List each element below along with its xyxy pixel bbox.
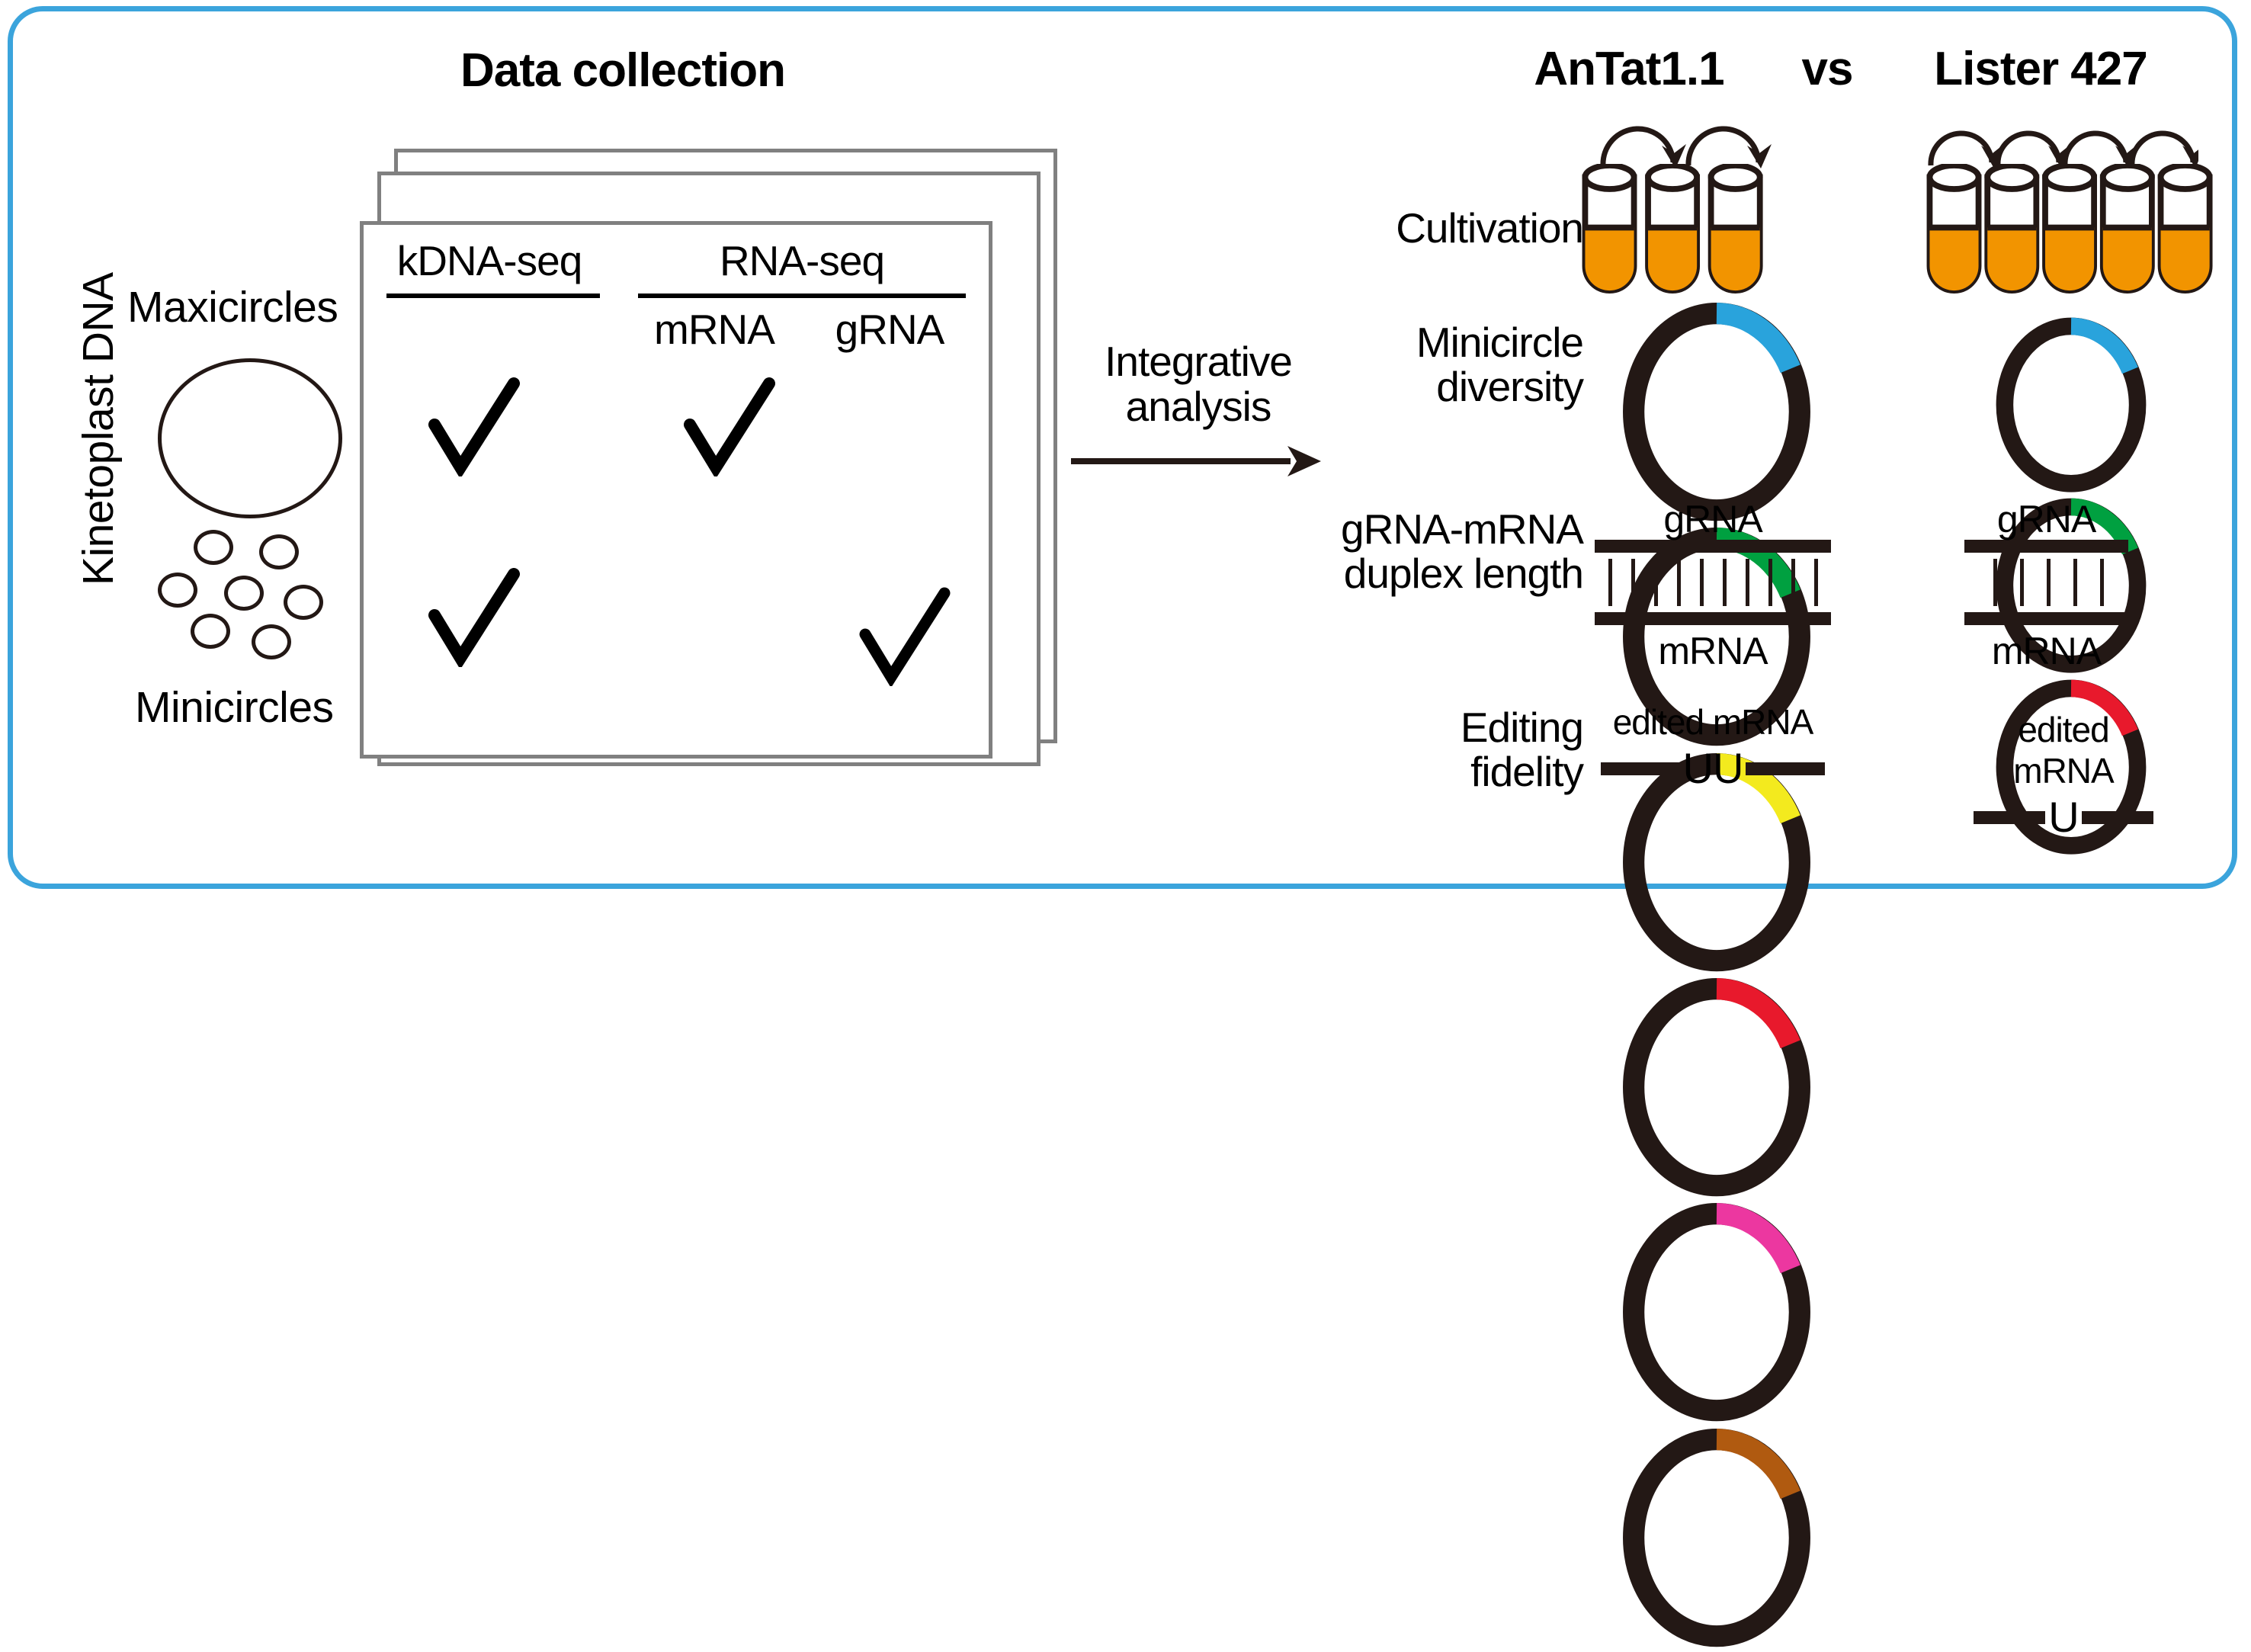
minicircle-arc-brown bbox=[1623, 1428, 1810, 1647]
culture-tube bbox=[1582, 164, 1637, 294]
mrna-strand-bar bbox=[1595, 611, 1831, 625]
data-collection-title: Data collection bbox=[460, 44, 786, 97]
edited-mrna-label: edited mRNA bbox=[1612, 702, 1814, 742]
maxicircles-label: Maxicircles bbox=[127, 283, 338, 332]
duplex-diagram-b: gRNA mRNA bbox=[1964, 499, 2128, 671]
row-label-editing-fidelity: Editing fidelity bbox=[1263, 704, 1584, 796]
duplex-bottom-label-mrna: mRNA bbox=[1658, 629, 1768, 672]
base-pair-ticks bbox=[1964, 553, 2128, 612]
strain-b-title: Lister 427 bbox=[1934, 43, 2148, 95]
minicircle-diversity-group-b bbox=[1995, 316, 2147, 855]
culture-tube bbox=[1707, 164, 1763, 294]
culture-tube bbox=[2042, 164, 2097, 294]
grna-strand-bar bbox=[1964, 539, 2128, 553]
minicircle-diversity-group-a bbox=[1621, 301, 1812, 1647]
row-label-editing-line1: Editing bbox=[1460, 704, 1584, 751]
row-label-minicircle-line1: Minicircle bbox=[1416, 319, 1584, 366]
inserted-uridines: UU bbox=[1682, 744, 1744, 792]
row-label-minicircle-diversity: Minicircle diversity bbox=[1225, 319, 1584, 411]
duplex-diagram-a: gRNA mRNA bbox=[1595, 499, 1831, 671]
minicircle-arc-magenta bbox=[1623, 1203, 1810, 1422]
duplex-top-label-grna: gRNA bbox=[1663, 498, 1762, 541]
row-label-cultivation: Cultivation bbox=[1396, 204, 1584, 252]
integrative-analysis-line1: Integrative bbox=[1105, 338, 1293, 385]
culture-tube bbox=[2099, 164, 2155, 294]
culture-tube bbox=[1984, 164, 2040, 294]
column-header-rna-seq: RNA-seq bbox=[719, 237, 885, 284]
maxicircle-shape bbox=[158, 358, 342, 518]
row-label-duplex-length: gRNA-mRNA duplex length bbox=[1233, 505, 1584, 598]
culture-tubes-group bbox=[1926, 164, 2213, 294]
minicircle-shape bbox=[224, 576, 264, 611]
culture-tubes-group bbox=[1582, 164, 1763, 294]
strain-a-title: AnTat1.1 bbox=[1534, 43, 1724, 95]
row-label-duplex-line1: gRNA-mRNA bbox=[1341, 505, 1584, 553]
duplex-top-label-grna: gRNA bbox=[1996, 498, 2096, 541]
duplex-bottom-label-mrna: mRNA bbox=[1991, 629, 2102, 672]
editing-fidelity-b: edited mRNA U bbox=[1964, 709, 2163, 839]
check-mark-icon bbox=[428, 568, 520, 667]
column-subheader-mrna: mRNA bbox=[654, 306, 775, 353]
minicircle-arc-blue bbox=[1996, 317, 2147, 492]
kinetoplast-dna-axis-label: Kinetoplast DNA bbox=[74, 272, 123, 585]
column-subheader-grna: gRNA bbox=[835, 306, 945, 353]
row-label-editing-line2: fidelity bbox=[1470, 748, 1584, 796]
check-mark-icon bbox=[428, 377, 520, 476]
right-arrow-icon bbox=[1071, 446, 1321, 476]
mrna-strand-bar bbox=[1964, 611, 2128, 625]
edited-mrna-strand: U bbox=[1964, 796, 2163, 839]
figure-frame: Kinetoplast DNA Maxicircles Minicircles … bbox=[8, 6, 2237, 1647]
comparison-separator: vs bbox=[1801, 43, 1854, 95]
minicircles-cluster bbox=[154, 530, 345, 682]
minicircle-arc-blue bbox=[1623, 303, 1810, 521]
minicircle-arc-red bbox=[1996, 679, 2147, 855]
minicircles-label: Minicircles bbox=[135, 683, 334, 732]
mrna-segment-left bbox=[1974, 810, 2046, 824]
passage-arrows-icon bbox=[1600, 126, 1772, 168]
row-label-minicircle-line2: diversity bbox=[1436, 363, 1584, 411]
mrna-segment-right bbox=[2081, 810, 2153, 824]
culture-tube bbox=[2157, 164, 2213, 294]
minicircle-shape bbox=[252, 624, 291, 659]
kdna-header-rule bbox=[386, 294, 600, 298]
integrative-analysis-label: Integrative analysis bbox=[1073, 339, 1324, 429]
minicircle-arc-red bbox=[1623, 977, 1810, 1197]
mrna-segment-right bbox=[1746, 762, 1826, 775]
rna-header-rule bbox=[638, 294, 966, 298]
passage-arrows-icon bbox=[1928, 130, 2198, 168]
minicircle-shape bbox=[158, 573, 197, 608]
grna-strand-bar bbox=[1595, 539, 1831, 553]
minicircle-shape bbox=[259, 534, 299, 569]
culture-tube bbox=[1645, 164, 1701, 294]
row-label-duplex-line2: duplex length bbox=[1343, 550, 1584, 598]
check-mark-icon bbox=[684, 377, 775, 476]
integrative-analysis-line2: analysis bbox=[1125, 382, 1272, 430]
editing-fidelity-a: edited mRNA UU bbox=[1598, 701, 1827, 790]
edited-mrna-strand: UU bbox=[1598, 747, 1827, 790]
minicircle-shape bbox=[194, 530, 233, 565]
culture-tube bbox=[1926, 164, 1982, 294]
mrna-segment-left bbox=[1600, 762, 1680, 775]
base-pair-ticks bbox=[1595, 553, 1831, 612]
edited-mrna-label: edited mRNA bbox=[2013, 710, 2114, 791]
minicircle-shape bbox=[284, 585, 323, 620]
inserted-uridines: U bbox=[2048, 793, 2079, 841]
column-header-kdna-seq: kDNA-seq bbox=[396, 237, 583, 284]
check-mark-icon bbox=[859, 587, 951, 686]
minicircle-shape bbox=[191, 614, 230, 649]
